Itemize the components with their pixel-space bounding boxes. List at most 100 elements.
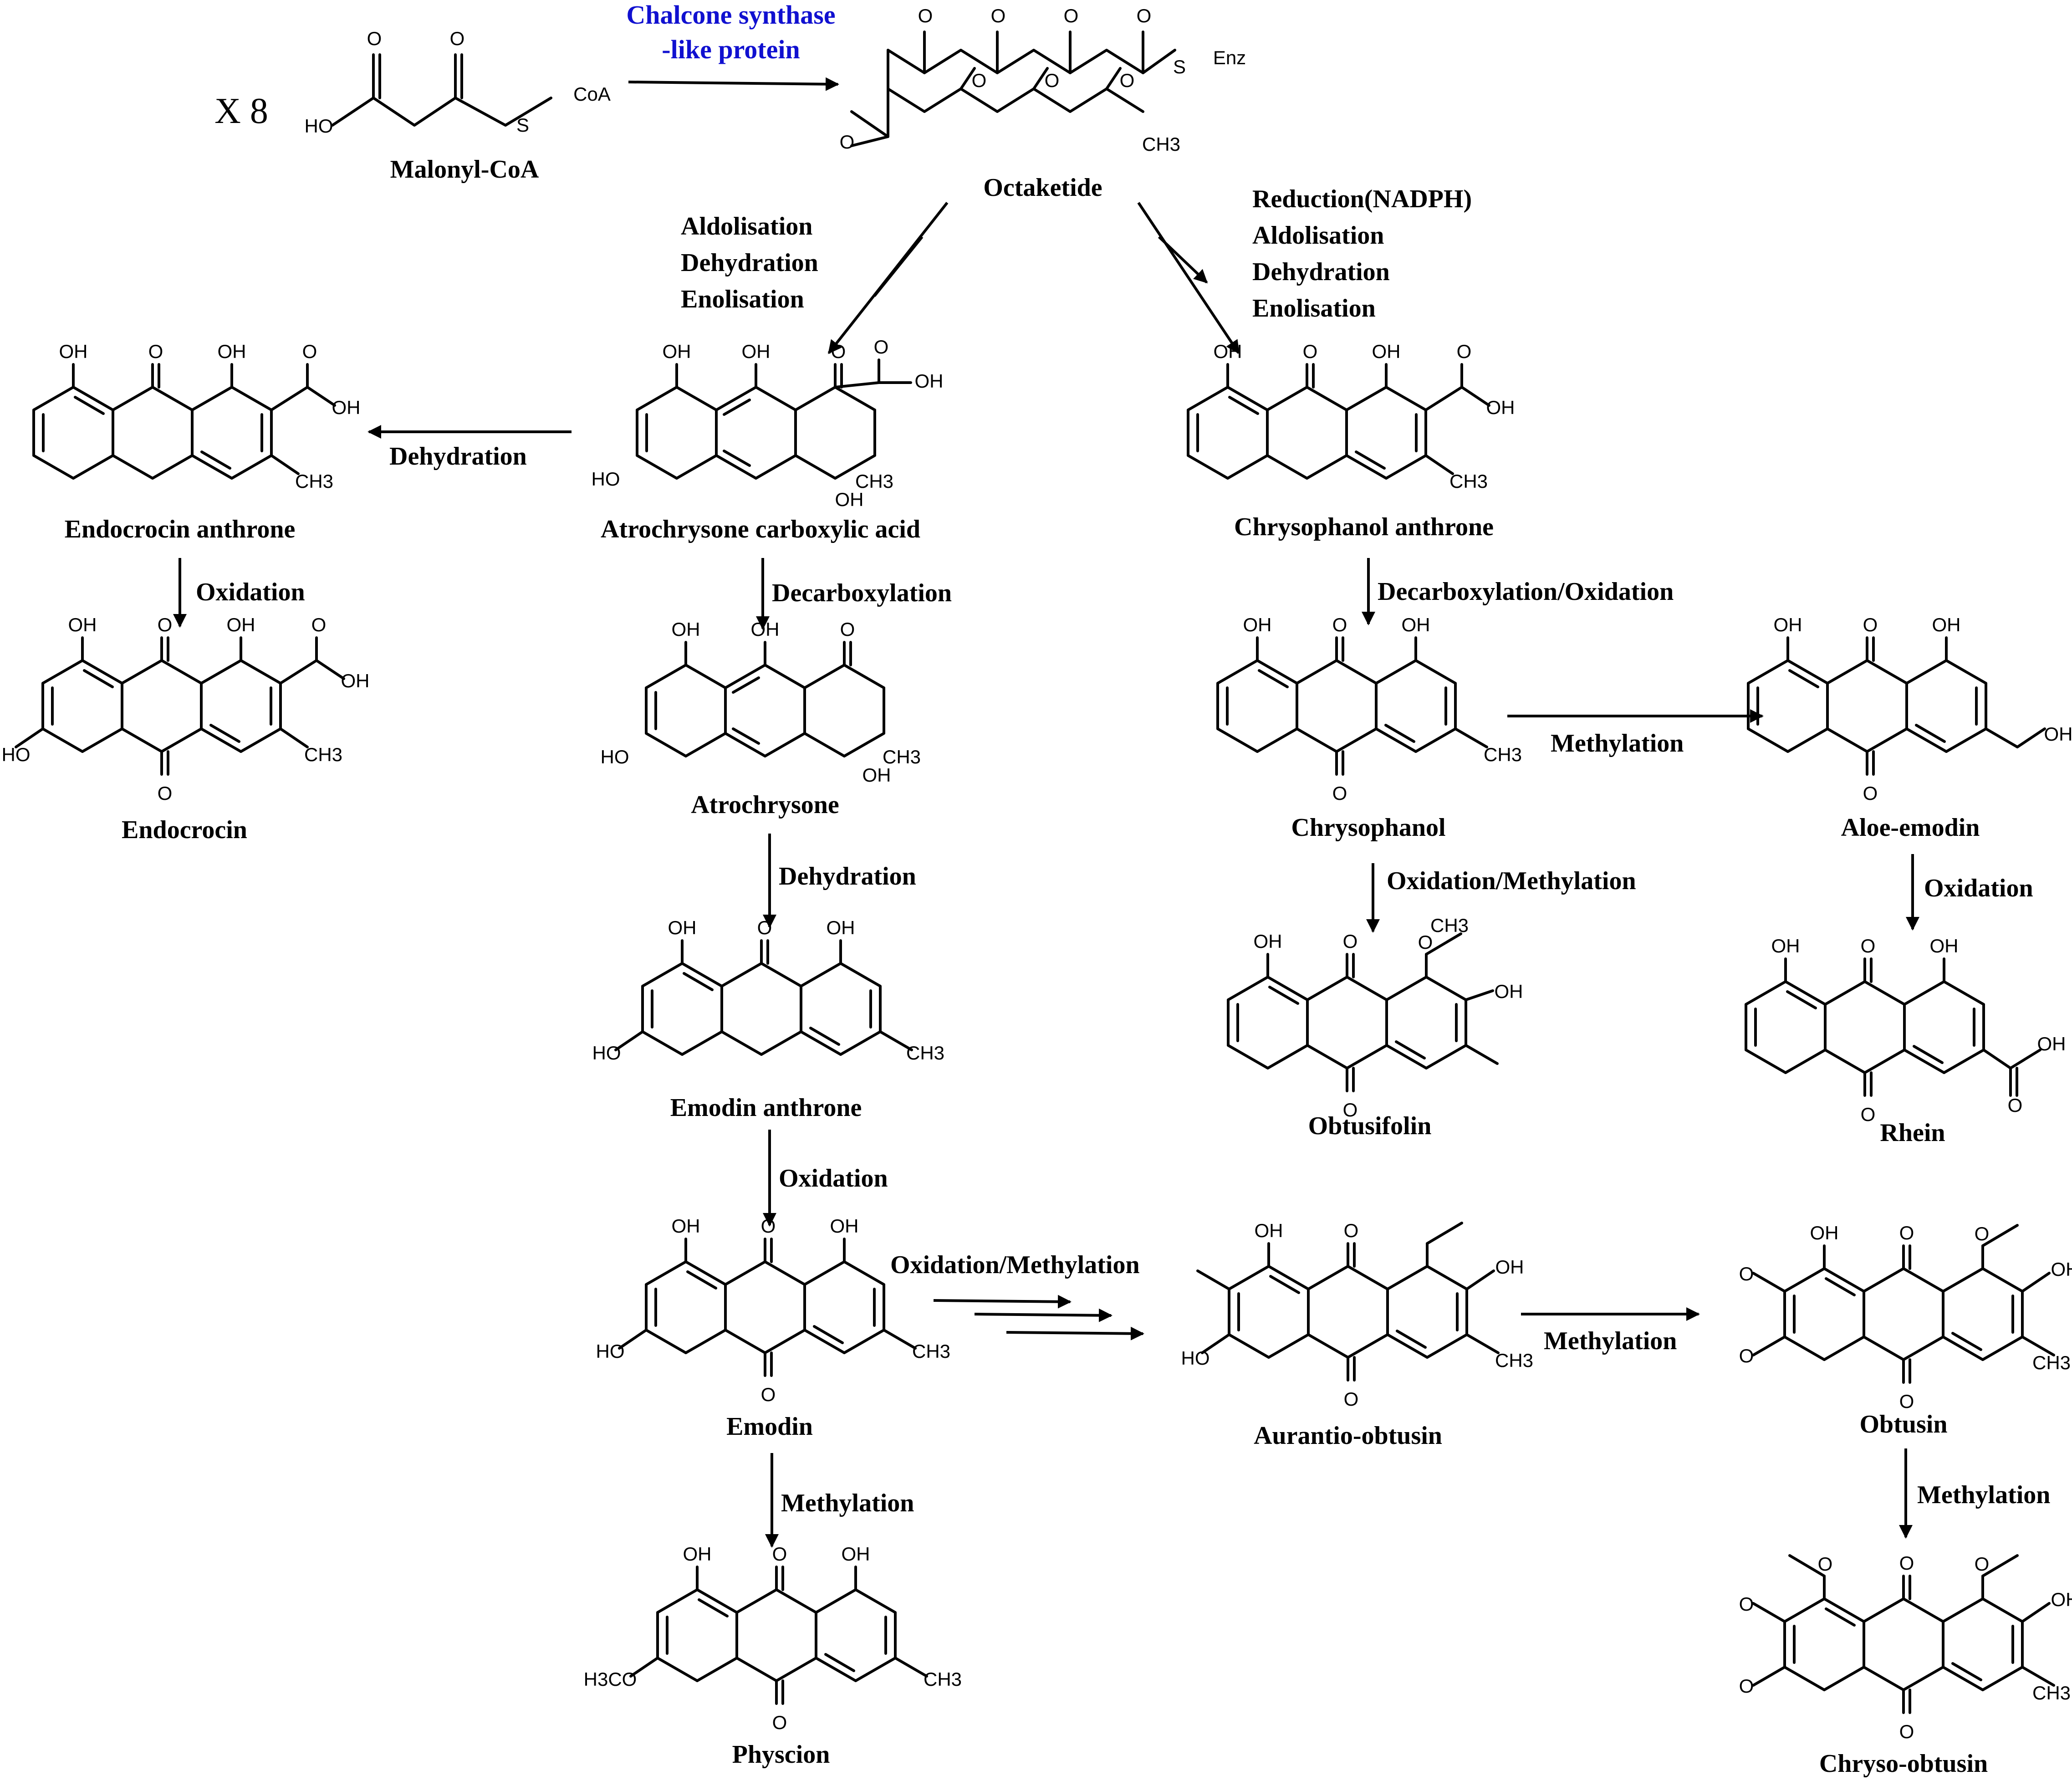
atom-label: O: [1137, 5, 1152, 26]
step-label: Dehydration: [1252, 258, 1390, 286]
malonyl-coa-structure: X 8 O O HO S CoA Malonyl-CoA: [214, 28, 611, 184]
atom-label: OH: [1774, 614, 1802, 635]
atom-label: CoA: [573, 83, 611, 105]
physcion-structure: OH O OH H3CO CH3 O Physcion: [584, 1543, 962, 1769]
atom-label: S: [516, 114, 529, 136]
atom-label: OH: [1243, 614, 1272, 635]
step-label: Oxidation/Methylation: [890, 1251, 1140, 1279]
atom-label: OH: [668, 917, 697, 938]
atom-label: OH: [332, 397, 361, 418]
atom-label: O: [302, 341, 317, 362]
atom-label: CH3: [1449, 471, 1488, 492]
atom-label: O: [2008, 1095, 2023, 1116]
atom-label: S: [1173, 56, 1186, 77]
atom-label: OH: [1372, 341, 1401, 362]
atom-label: CH3: [1430, 915, 1469, 936]
compound-name-malonyl-coa: Malonyl-CoA: [390, 155, 539, 184]
atom-label: O: [367, 28, 382, 49]
step-label: Dehydration: [681, 249, 818, 277]
step-label: Oxidation: [1924, 874, 2033, 902]
atom-label: O: [1344, 1388, 1359, 1410]
compound-name-obtusin: Obtusin: [1860, 1410, 1948, 1438]
atom-label: OH: [1495, 981, 1523, 1002]
arrow-emodin-oxidation-1: [933, 1295, 1072, 1309]
atrochrysone-carboxylic-acid-structure: OH OH O O OH HO CH3 OH Atrochrysone carb…: [592, 336, 944, 543]
step-label: Enolisation: [1252, 294, 1376, 322]
atom-label: HO: [592, 1042, 621, 1064]
enzyme-label-line2: -like protein: [662, 35, 800, 64]
atom-label: O: [1975, 1553, 1990, 1575]
endocrocin-anthrone-structure: OH O OH O OH CH3 Endocrocin anthrone: [34, 341, 361, 543]
compound-name-emodin-anthrone: Emodin anthrone: [670, 1094, 862, 1122]
atom-label: O: [1045, 70, 1060, 91]
atom-label: OH: [1495, 1256, 1524, 1278]
atom-label: OH: [835, 489, 864, 510]
atom-label: OH: [1771, 935, 1800, 957]
atom-label: CH3: [2032, 1352, 2071, 1373]
endocrocin-structure: OH O OH O OH CH3 HO O Endocrocin: [2, 614, 370, 844]
atom-label: OH: [1932, 614, 1961, 635]
atom-label: OH: [663, 341, 691, 362]
atom-label: OH: [59, 341, 88, 362]
compound-name-chryso-obtusin: Chryso-obtusin: [1819, 1750, 1988, 1778]
atom-label: O: [1861, 1104, 1876, 1125]
aloe-emodin-structure: OH O OH OH O Aloe-emodin: [1748, 614, 2072, 842]
atom-label: O: [761, 1384, 776, 1405]
atom-label: CH3: [295, 471, 333, 492]
atom-label: O: [158, 614, 173, 635]
step-label: Reduction(NADPH): [1252, 185, 1472, 213]
atom-label: OH: [341, 670, 370, 691]
atom-label: O: [1975, 1223, 1990, 1244]
atom-label: OH: [1255, 1220, 1283, 1241]
atom-label: OH: [218, 341, 246, 362]
compound-name-atrochrysone-carboxylic-acid: Atrochrysone carboxylic acid: [601, 515, 920, 543]
atom-label: H3CO: [584, 1668, 637, 1690]
chrysophanol-structure: OH O OH CH3 O Chrysophanol: [1218, 614, 1522, 842]
atom-label: OH: [915, 370, 944, 392]
atom-label: CH3: [924, 1668, 962, 1690]
atom-label: O: [1064, 5, 1079, 26]
compound-name-emodin: Emodin: [726, 1412, 813, 1441]
atom-label: OH: [751, 619, 780, 640]
atom-label: O: [1332, 783, 1347, 804]
rhein-structure: OH O OH OH O O Rhein: [1746, 935, 2066, 1147]
arrow-malonyl-to-octaketide: [628, 77, 839, 91]
atom-label: OH: [227, 614, 255, 635]
atom-label: O: [761, 1215, 776, 1237]
chrysophanol-anthrone-structure: OH O OH O OH CH3 Chrysophanol anthrone: [1188, 341, 1515, 541]
atom-label: O: [450, 28, 465, 49]
atom-label: HO: [1181, 1347, 1210, 1369]
arrow-emodin-oxidation-2: [974, 1308, 1113, 1322]
atom-label: O: [1739, 1263, 1754, 1284]
atom-label: O: [1332, 614, 1347, 635]
atom-label: O: [757, 917, 772, 938]
atom-label: O: [1899, 1721, 1914, 1742]
atrochrysone-structure: OH OH O HO CH3 OH Atrochrysone: [601, 619, 921, 819]
atom-label: O: [840, 131, 855, 153]
step-label: Oxidation: [196, 578, 305, 606]
atom-label: O: [1863, 783, 1878, 804]
multiplier-label: X 8: [214, 91, 268, 131]
compound-name-atrochrysone: Atrochrysone: [691, 791, 839, 819]
atom-label: OH: [742, 341, 771, 362]
atom-label: Enz: [1213, 47, 1246, 68]
atom-label: OH: [2037, 1033, 2066, 1054]
emodin-structure: OH O OH HO CH3 O Emodin: [596, 1215, 951, 1441]
arrow-equilibrium-left: [873, 236, 924, 297]
step-label: Dehydration: [389, 442, 527, 471]
atom-label: OH: [827, 917, 855, 938]
atom-label: O: [831, 341, 846, 362]
atom-label: CH3: [1484, 744, 1522, 765]
atom-label: CH3: [883, 746, 921, 768]
atom-label: OH: [842, 1543, 870, 1565]
atom-label: O: [1899, 1552, 1914, 1574]
emodin-anthrone-structure: OH O OH HO CH3 Emodin anthrone: [592, 917, 945, 1122]
step-label: Oxidation/Methylation: [1387, 867, 1636, 895]
atom-label: O: [1899, 1222, 1914, 1244]
atom-label: OH: [1930, 935, 1959, 957]
atom-label: OH: [830, 1215, 859, 1237]
step-label: Decarboxylation: [772, 579, 952, 607]
atom-label: O: [1120, 70, 1135, 91]
atom-label: HO: [2, 744, 31, 765]
